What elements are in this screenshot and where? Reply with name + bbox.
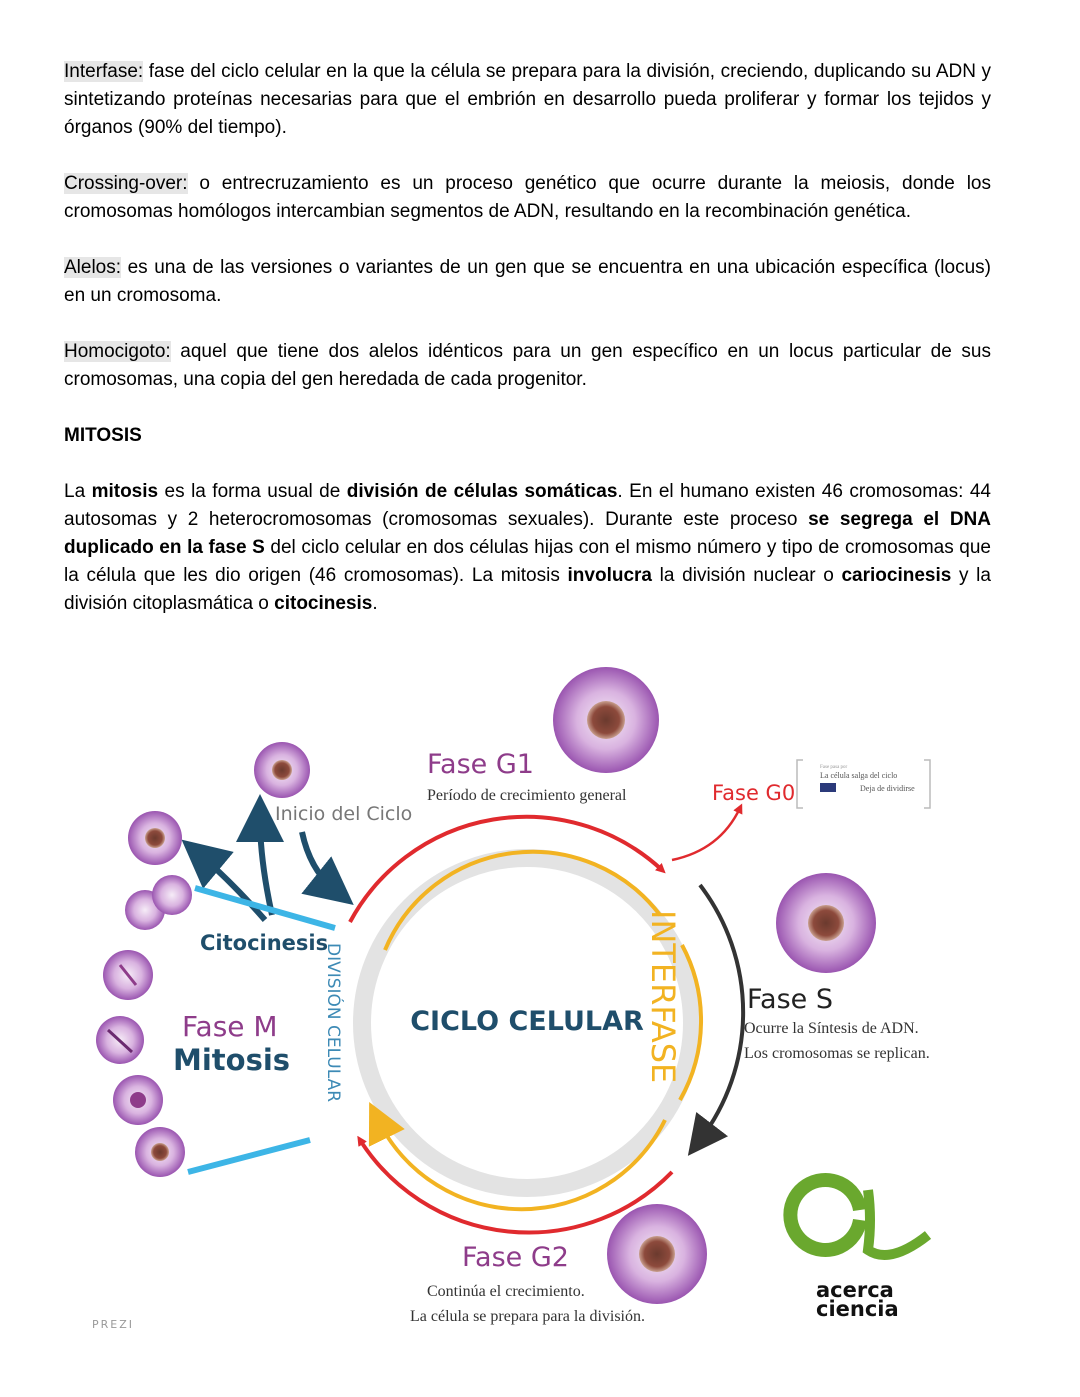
chromosomes-4 [106,1028,134,1054]
division-label: DIVISIÓN CELULAR [323,943,345,1102]
prezi-logo: PREZI [92,1318,134,1331]
bold-run: involucra [567,565,652,586]
g2-desc-1: Continúa el crecimiento. [427,1283,585,1300]
s-desc-2: Los cromosomas se replican. [744,1045,930,1062]
logo-a-mark [783,1173,867,1257]
m-subtitle: Mitosis [173,1043,290,1077]
g0-bracket-right [924,759,931,809]
citocinesis-arrow-up [236,794,285,916]
text-run: la división nuclear o [652,565,842,586]
interfase-label: INTERFASE [644,910,682,1083]
s-desc-1: Ocurre la Síntesis de ADN. [744,1020,919,1037]
citocinesis-arrow-left [181,839,268,922]
bold-run: división de células somáticas [346,481,618,502]
g1-arrow [348,814,666,923]
definition-term: Crossing-over: [64,173,188,194]
definition-term: Alelos: [64,257,122,278]
text-run: . [372,593,378,614]
nucleus-g2 [639,1236,675,1272]
g0-note-1: La célula salga del ciclo [820,771,897,780]
logo-text-2: ciencia [816,1297,899,1321]
chromosomes-3 [118,964,138,986]
logo-a-tail [862,1189,932,1260]
definition-term: Interfase: [64,61,144,82]
acerca-ciencia-logo: acerca ciencia [783,1173,932,1321]
definition-alelos: Alelos: es una de las versiones o varian… [64,254,991,310]
g2-title: Fase G2 [462,1242,569,1273]
mitosis-cell-2b [152,875,192,915]
m-title: Fase M [182,1010,278,1043]
bold-run: citocinesis [274,593,373,614]
bold-run: se segrega el DNA duplicado en la fase S [64,509,991,558]
document-text: Interfase: fase del ciclo celular en la … [64,58,991,646]
nucleus-inicio [272,760,292,780]
nucleus-s [808,905,844,941]
definitions-list: Interfase: fase del ciclo celular en la … [64,58,991,394]
nucleus-g1 [587,701,625,739]
cycle-ring [353,849,701,1197]
inicio-arrow [299,831,354,905]
g2-arc-inner [368,1102,667,1212]
logo-text-1: acerca [816,1278,894,1302]
division-line-bottom [187,1137,311,1175]
definition-interfase: Interfase: fase del ciclo celular en la … [64,58,991,142]
definition-text: fase del ciclo celular en la que la célu… [64,61,991,138]
mitosis-nucleus-1 [145,828,165,848]
g0-note-2: Deja de dividirse [860,784,915,793]
bold-run: cariocinesis [841,565,952,586]
mitosis-cells [96,811,192,1177]
definition-text: o entrecruzamiento es un proceso genétic… [64,173,991,222]
definition-homocigoto: Homocigoto: aquel que tiene dos alelos i… [64,338,991,394]
inicio-label: Inicio del Ciclo [275,803,412,825]
definition-crossing-over: Crossing-over: o entrecruzamiento es un … [64,170,991,226]
bold-run: mitosis [91,481,159,502]
g0-note-top: Fase pasa por [820,765,848,770]
g0-title: Fase G0 [712,781,795,805]
g2-desc-2: La célula se prepara para la división. [410,1308,645,1325]
section-heading: MITOSIS [64,425,142,446]
text-run: La [64,481,92,502]
citocinesis-label: Citocinesis [200,931,328,955]
g0-arrow [671,803,743,862]
text-run: y la división citoplasmática o [64,565,991,614]
cell-cycle-diagram: CICLO CELULAR INTERFASE DIVISIÓN CELULAR… [92,667,932,1331]
definition-text: aquel que tiene dos alelos idénticos par… [64,341,991,390]
division-line-top [194,885,336,931]
definition-term: Homocigoto: [64,341,171,362]
center-title: CICLO CELULAR [410,1006,644,1037]
g1-desc: Período de crecimiento general [427,787,627,804]
text-run: del ciclo celular en dos células hijas c… [64,537,991,586]
text-run: es la forma usual de [158,481,347,502]
s-title: Fase S [747,984,833,1015]
s-arc-inner [678,944,704,1101]
g0-flag-icon [820,783,836,792]
g0-bracket-left [796,759,803,809]
mitosis-nucleus-6 [151,1143,169,1161]
chromosomes-5 [130,1092,146,1108]
g2-arrow [357,1135,674,1235]
text-run: . En el humano existen 46 cromosomas: 44… [64,481,991,530]
mitosis-paragraph: La mitosis es la forma usual de división… [64,478,991,618]
definition-text: es una de las versiones o variantes de u… [64,257,991,306]
g1-title: Fase G1 [427,749,534,780]
g1-arc-inner [383,849,662,951]
s-arrow [687,883,746,1156]
